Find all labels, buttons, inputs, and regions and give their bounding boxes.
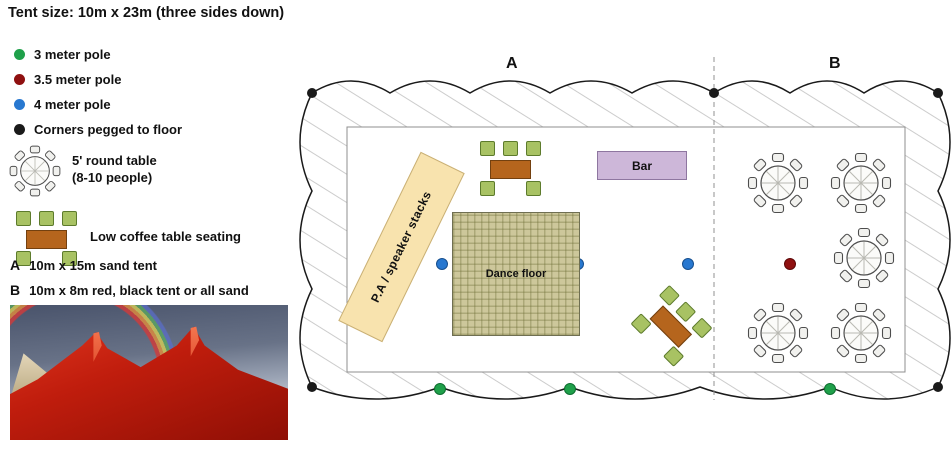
chair-icon [480, 181, 495, 196]
pole-3-5m-dot [784, 258, 796, 270]
dance-floor: Dance floor [452, 212, 580, 336]
legend-label: Corners pegged to floor [34, 122, 183, 137]
pole-3m-dots [434, 383, 836, 395]
blue-dot-icon [14, 99, 25, 110]
chair-icon [526, 141, 541, 156]
coffee-table-icon [26, 230, 67, 249]
legend-round-table-text: 5' round table (8-10 people) [72, 152, 157, 186]
chair-icon [39, 211, 54, 226]
black-dot-icon [14, 124, 25, 135]
legend-zone-a: A 10m x 15m sand tent [10, 257, 157, 273]
legend-item-3m-pole: 3 meter pole [14, 47, 111, 62]
legend-item-3-5m-pole: 3.5 meter pole [14, 72, 121, 87]
legend-zone-b: B 10m x 8m red, black tent or all sand [10, 282, 249, 298]
legend-label: 5' round table [72, 153, 157, 168]
tent-peak-highlight [190, 326, 200, 357]
pole-4m-dot [436, 258, 448, 270]
legend-coffee-label: Low coffee table seating [90, 229, 241, 244]
pegged-corner-dot [307, 88, 317, 98]
pole-4m-dot [682, 258, 694, 270]
coffee-table-icon [10, 211, 81, 266]
legend-label: 4 meter pole [34, 97, 111, 112]
red-tent-photo [10, 305, 288, 440]
chair-icon [62, 211, 77, 226]
chair-icon [16, 211, 31, 226]
legend-item-pegged-corners: Corners pegged to floor [14, 122, 182, 137]
round-table-icon [9, 145, 61, 197]
zone-b-key: B [10, 282, 21, 298]
legend-item-4m-pole: 4 meter pole [14, 97, 111, 112]
legend-label: (8-10 people) [72, 170, 153, 185]
pole-3m-dot [824, 383, 836, 395]
chair-icon [526, 181, 541, 196]
chair-icon [62, 251, 77, 266]
darkred-dot-icon [14, 74, 25, 85]
pegged-corner-dots [307, 88, 943, 392]
pegged-corner-dot [933, 88, 943, 98]
pole-3m-dot [564, 383, 576, 395]
pegged-corner-dot [933, 382, 943, 392]
legend-label: 3 meter pole [34, 47, 111, 62]
coffee-table-seating [474, 141, 545, 196]
pole-3m-dot [434, 383, 446, 395]
pegged-corner-dot [709, 88, 719, 98]
legend-label: 3.5 meter pole [34, 72, 122, 87]
dance-floor-label: Dance floor [485, 268, 547, 280]
coffee-table-icon [490, 160, 531, 179]
bar: Bar [597, 151, 687, 180]
zone-a-label: A [506, 55, 518, 72]
chair-icon [480, 141, 495, 156]
zone-b-description: 10m x 8m red, black tent or all sand [29, 282, 249, 298]
green-dot-icon [14, 49, 25, 60]
zone-b-label: B [829, 55, 841, 72]
bar-label: Bar [631, 158, 652, 173]
page-title: Tent size: 10m x 23m (three sides down) [8, 5, 285, 21]
chair-icon [503, 141, 518, 156]
chair-icon [16, 251, 31, 266]
zone-a-description: 10m x 15m sand tent [29, 257, 158, 273]
pegged-corner-dot [307, 382, 317, 392]
zone-a-key: A [10, 257, 21, 273]
tent-peak-highlight [93, 332, 102, 362]
